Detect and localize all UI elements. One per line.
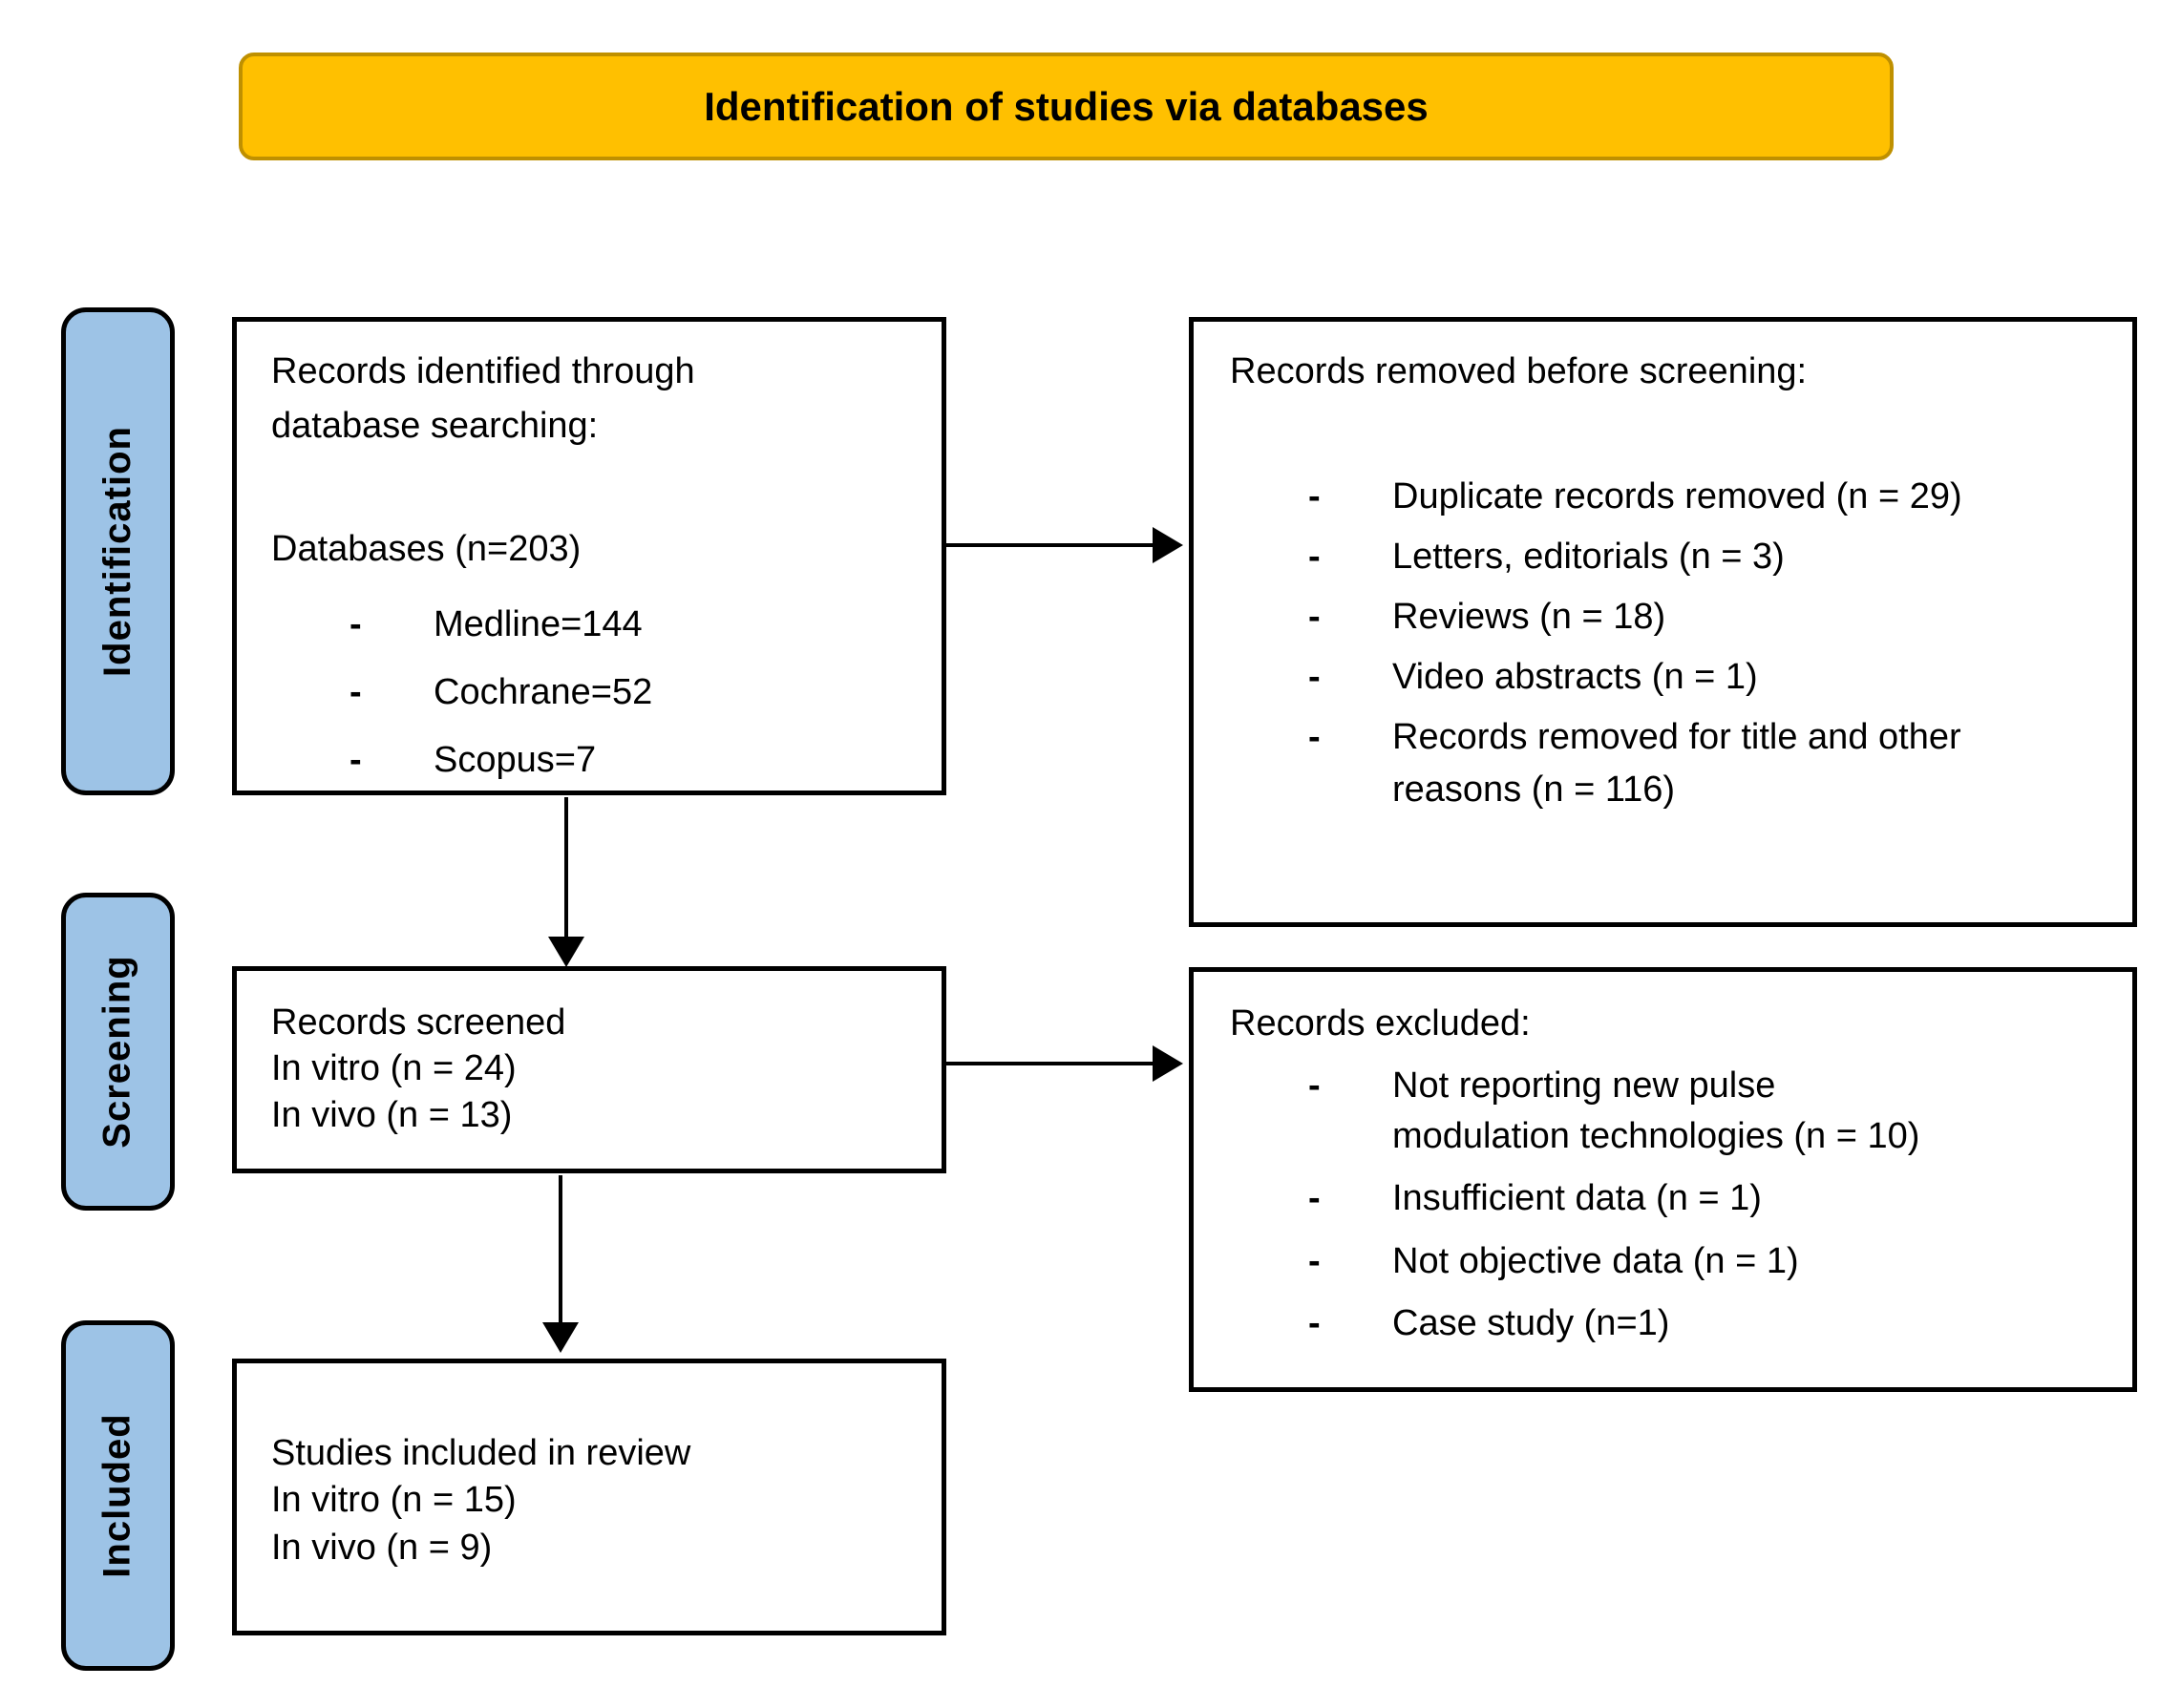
bullet-dash-icon: - — [1308, 476, 1321, 517]
arrow-line — [564, 797, 568, 940]
bullet-dash-icon: - — [349, 740, 362, 780]
list-item: - Case study (n=1) — [1230, 1298, 2096, 1349]
records-identified-heading: Records identified through database sear… — [271, 351, 695, 446]
text-line: In vivo (n = 13) — [271, 1094, 513, 1135]
list-item: - Reviews (n = 18) — [1230, 591, 2096, 643]
bullet-dash-icon: - — [1308, 1065, 1321, 1106]
list-item: - Not reporting new pulse modulation tec… — [1230, 1061, 2096, 1162]
diagram-title: Identification of studies via databases — [704, 83, 1429, 129]
bullet-dash-icon: - — [1308, 1302, 1321, 1343]
flow-box-studies-included: Studies included in review In vitro (n =… — [232, 1359, 946, 1635]
list-item-text: Reviews (n = 18) — [1392, 597, 1666, 638]
databases-count: Databases (n=203) — [271, 529, 582, 569]
list-item-text: Insufficient data (n = 1) — [1392, 1178, 1762, 1219]
flow-box-records-excluded: Records excluded: - Not reporting new pu… — [1189, 967, 2137, 1392]
list-item-text: Scopus=7 — [434, 740, 597, 780]
stage-label-screening: Screening — [61, 893, 175, 1211]
stage-label-identification: Identification — [61, 307, 175, 795]
text-line: Studies included in review — [271, 1433, 691, 1473]
list-item-text: Duplicate records removed (n = 29) — [1392, 476, 1962, 517]
bullet-dash-icon: - — [1308, 1178, 1321, 1219]
arrow-line — [559, 1175, 562, 1326]
list-item: - Duplicate records removed (n = 29) — [1230, 471, 2096, 523]
list-item: - Not objective data (n = 1) — [1230, 1236, 2096, 1287]
arrow-line — [946, 543, 1154, 547]
list-item: - Medline=144 — [271, 598, 907, 652]
bullet-dash-icon: - — [1308, 597, 1321, 638]
text-line: In vitro (n = 15) — [271, 1480, 517, 1521]
list-item: - Scopus=7 — [271, 733, 907, 788]
arrowhead-down-icon — [548, 937, 584, 967]
records-excluded-heading: Records excluded: — [1230, 1003, 1531, 1044]
bullet-dash-icon: - — [349, 604, 362, 644]
flow-box-records-identified: Records identified through database sear… — [232, 317, 946, 795]
bullet-dash-icon: - — [349, 672, 362, 712]
records-excluded-list: - Not reporting new pulse modulation tec… — [1230, 1061, 2096, 1349]
studies-included-lines: Studies included in review In vitro (n =… — [271, 1430, 907, 1571]
stage-label-identification-text: Identification — [96, 426, 139, 677]
arrowhead-right-icon — [1153, 527, 1183, 563]
title-banner: Identification of studies via databases — [239, 53, 1894, 160]
database-count-list: - Medline=144 - Cochrane=52 - Scopus=7 — [271, 598, 907, 788]
records-removed-heading: Records removed before screening: — [1230, 351, 1808, 391]
list-item: - Insufficient data (n = 1) — [1230, 1173, 2096, 1224]
list-item-text: Not objective data (n = 1) — [1392, 1240, 1799, 1281]
arrowhead-right-icon — [1153, 1045, 1183, 1082]
list-item: - Records removed for title and other re… — [1230, 711, 2096, 816]
text-line: In vitro (n = 24) — [271, 1048, 517, 1089]
list-item-text: Cochrane=52 — [434, 672, 653, 712]
records-removed-list: - Duplicate records removed (n = 29) - L… — [1230, 471, 2096, 817]
list-item-text: Letters, editorials (n = 3) — [1392, 537, 1785, 578]
bullet-dash-icon: - — [1308, 1240, 1321, 1281]
arrow-line — [946, 1062, 1154, 1065]
records-screened-lines: Records screened In vitro (n = 24) In vi… — [271, 1000, 907, 1138]
flow-box-records-screened: Records screened In vitro (n = 24) In vi… — [232, 966, 946, 1173]
text-line: In vivo (n = 9) — [271, 1527, 493, 1568]
list-item-text: Case study (n=1) — [1392, 1302, 1670, 1343]
list-item-text: Video abstracts (n = 1) — [1392, 657, 1758, 698]
list-item-text: Medline=144 — [434, 604, 643, 644]
list-item: - Video abstracts (n = 1) — [1230, 651, 2096, 704]
bullet-dash-icon: - — [1308, 537, 1321, 578]
list-item-text: Records removed for title and other reas… — [1392, 717, 1961, 811]
arrowhead-down-icon — [542, 1322, 579, 1353]
bullet-dash-icon: - — [1308, 717, 1321, 758]
stage-label-included: Included — [61, 1320, 175, 1671]
text-line: Records screened — [271, 1002, 566, 1043]
stage-label-screening-text: Screening — [96, 955, 138, 1149]
flow-box-records-removed: Records removed before screening: - Dupl… — [1189, 317, 2137, 927]
list-item-text: Not reporting new pulse modulation techn… — [1392, 1065, 1920, 1157]
stage-label-included-text: Included — [96, 1413, 139, 1578]
list-item: - Letters, editorials (n = 3) — [1230, 531, 2096, 583]
list-item: - Cochrane=52 — [271, 665, 907, 720]
bullet-dash-icon: - — [1308, 657, 1321, 698]
